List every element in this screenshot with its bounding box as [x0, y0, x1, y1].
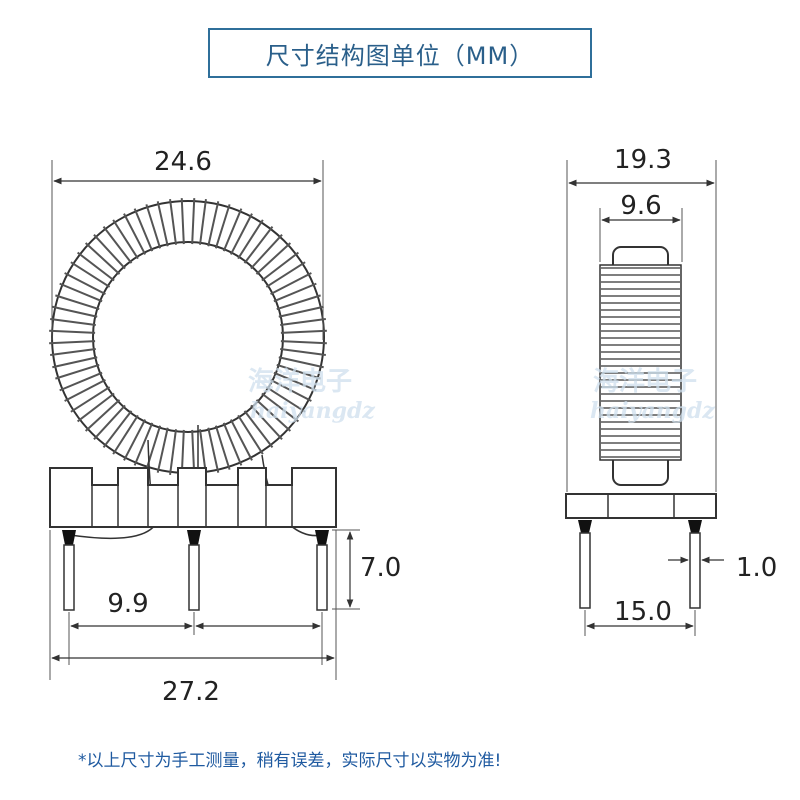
winding-turn: [49, 340, 96, 345]
winding-turn: [214, 204, 231, 249]
coil-windings: [601, 267, 680, 458]
winding-turn: [93, 233, 126, 270]
winding-turn: [255, 399, 292, 432]
winding-turn: [280, 318, 326, 326]
winding-turn: [133, 422, 154, 466]
winding-turn: [270, 272, 312, 296]
page-title: 尺寸结构图单位（MM）: [265, 41, 535, 70]
watermark-en-left: haiyangdz: [250, 398, 375, 424]
winding-turn: [237, 219, 264, 260]
winding-turn: [265, 386, 306, 413]
winding-turn: [102, 410, 133, 448]
winding-turn: [156, 427, 169, 473]
winding-turn: [52, 356, 98, 369]
winding-turn: [180, 198, 185, 245]
winding-turn: [156, 201, 169, 247]
winding-turn: [84, 242, 121, 275]
dim-pin-length: 7.0: [360, 553, 401, 583]
winding-turn: [77, 392, 115, 423]
pin-left: [62, 530, 76, 611]
winding-turn: [278, 305, 324, 318]
winding-turn: [273, 282, 317, 303]
dim-pin-pitch: 9.9: [107, 589, 148, 619]
winding-turn: [169, 429, 177, 475]
side-pin-right: [688, 520, 702, 609]
winding-turn: [93, 404, 126, 441]
winding-turn: [229, 419, 253, 461]
winding-turn: [55, 363, 100, 380]
dim-right-width: 19.3: [614, 145, 672, 175]
winding-turn: [265, 261, 306, 288]
winding-turn: [123, 419, 147, 461]
winding-turn: [133, 208, 154, 252]
winding-turn: [270, 378, 312, 402]
base-block: [49, 467, 337, 528]
dim-pin-spacing: 15.0: [614, 597, 672, 627]
winding-turn: [199, 199, 207, 245]
dim-left-width: 24.6: [154, 147, 212, 177]
winding-turn: [276, 363, 321, 380]
winding-turn: [273, 371, 317, 392]
winding-turn: [64, 272, 106, 296]
side-pin-left: [578, 520, 592, 609]
winding-turn: [84, 399, 121, 432]
winding-turn: [250, 233, 283, 270]
winding-turn: [214, 425, 231, 470]
winding-turn: [280, 348, 326, 356]
dim-pin-diameter: 1.0: [736, 553, 777, 583]
winding-turn: [243, 410, 274, 448]
winding-turn: [276, 294, 321, 311]
winding-turn: [229, 213, 253, 255]
side-base: [565, 493, 717, 519]
watermark-cn-right: 海洋电子: [593, 366, 697, 397]
winding-turn: [280, 329, 327, 334]
winding-turn: [255, 242, 292, 275]
winding-turn: [261, 251, 299, 282]
winding-turn: [280, 340, 327, 345]
winding-turn: [261, 392, 299, 423]
winding-turn: [169, 199, 177, 245]
pin-right: [315, 530, 329, 611]
pin-middle: [187, 530, 201, 611]
winding-turn: [207, 201, 220, 247]
winding-turn: [77, 251, 115, 282]
toroid-inner: [92, 241, 284, 433]
winding-turn: [50, 348, 96, 356]
side-view: 19.3 9.6 1.0 15.0 海洋电子 haiyangdz: [565, 145, 777, 636]
dim-coil-width: 9.6: [620, 191, 661, 221]
front-view: 24.6 7.0 9.9 27.2 海洋电子 haiyangdz: [49, 147, 401, 707]
winding-turn: [112, 219, 139, 260]
winding-turn: [49, 329, 96, 334]
winding-turn: [237, 414, 264, 455]
watermark-en-right: haiyangdz: [590, 398, 715, 424]
winding-turn: [55, 294, 100, 311]
winding-turn: [145, 204, 162, 249]
winding-turn: [50, 318, 96, 326]
winding-turn: [59, 282, 103, 303]
winding-turn: [191, 198, 196, 245]
winding-turn: [52, 305, 98, 318]
winding-turn: [207, 427, 220, 473]
winding-turn: [243, 226, 274, 264]
measurement-note: *以上尺寸为手工测量，稍有误差，实际尺寸以实物为准!: [78, 751, 502, 771]
winding-turn: [59, 371, 103, 392]
winding-turn: [222, 208, 243, 252]
winding-turn: [222, 422, 243, 466]
winding-turn: [123, 213, 147, 255]
dim-base-width: 27.2: [162, 677, 220, 707]
watermark-cn-left: 海洋电子: [248, 366, 352, 397]
winding-turn: [70, 386, 111, 413]
winding-turn: [278, 356, 324, 369]
winding-turn: [102, 226, 133, 264]
toroid-windings: [49, 198, 327, 476]
title-box: 尺寸结构图单位（MM）: [208, 28, 592, 78]
winding-turn: [64, 378, 106, 402]
winding-turn: [250, 404, 283, 441]
winding-turn: [112, 414, 139, 455]
winding-turn: [70, 261, 111, 288]
